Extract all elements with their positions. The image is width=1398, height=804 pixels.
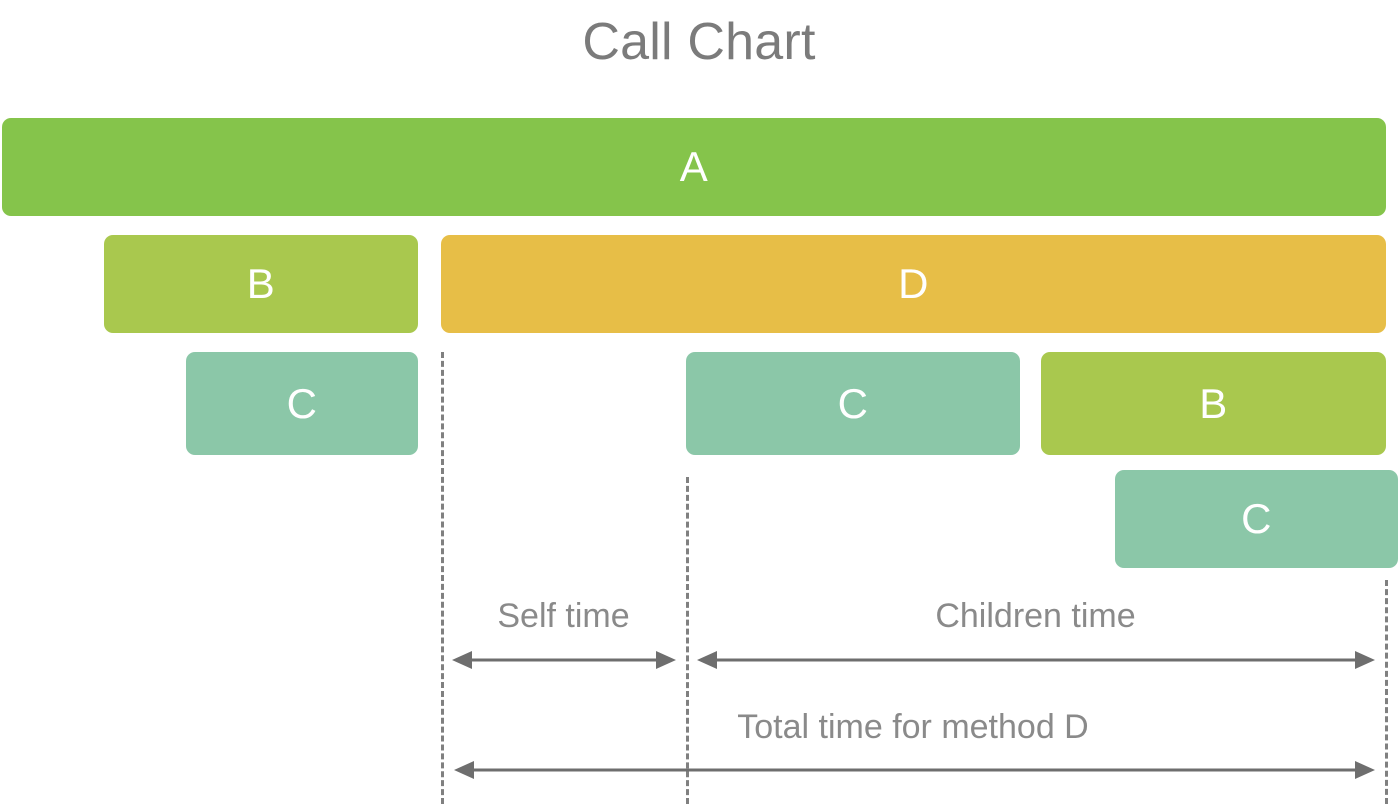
page-title: Call Chart: [582, 13, 816, 71]
guide-line-d-end: [1385, 580, 1388, 804]
flame-bar-label: B: [246, 260, 276, 307]
self-time-arrow: [450, 649, 678, 671]
flame-bar-c-third[interactable]: C: [1115, 470, 1398, 568]
flame-bar-label: C: [286, 379, 318, 427]
guide-line-self-end: [686, 477, 689, 804]
total-time-arrow: [452, 759, 1377, 781]
total-time-label: Total time for method D: [737, 708, 1089, 746]
flame-bar-b-first[interactable]: B: [104, 235, 418, 333]
flame-bar-c-first[interactable]: C: [186, 352, 418, 455]
flame-bar-c-second[interactable]: C: [686, 352, 1020, 455]
flame-bar-label: D: [898, 260, 929, 307]
flame-bar-b-second[interactable]: B: [1041, 352, 1386, 455]
flame-bar-label: A: [679, 143, 709, 190]
flame-bar-d[interactable]: D: [441, 235, 1386, 333]
children-time-arrow: [695, 649, 1377, 671]
flame-bar-label: B: [1199, 379, 1228, 427]
guide-line-d-start: [441, 352, 444, 804]
self-time-label: Self time: [497, 597, 630, 635]
flame-bar-a[interactable]: A: [2, 118, 1386, 216]
children-time-label: Children time: [935, 597, 1136, 635]
flame-bar-label: C: [837, 379, 869, 427]
flame-bar-label: C: [1241, 495, 1272, 542]
